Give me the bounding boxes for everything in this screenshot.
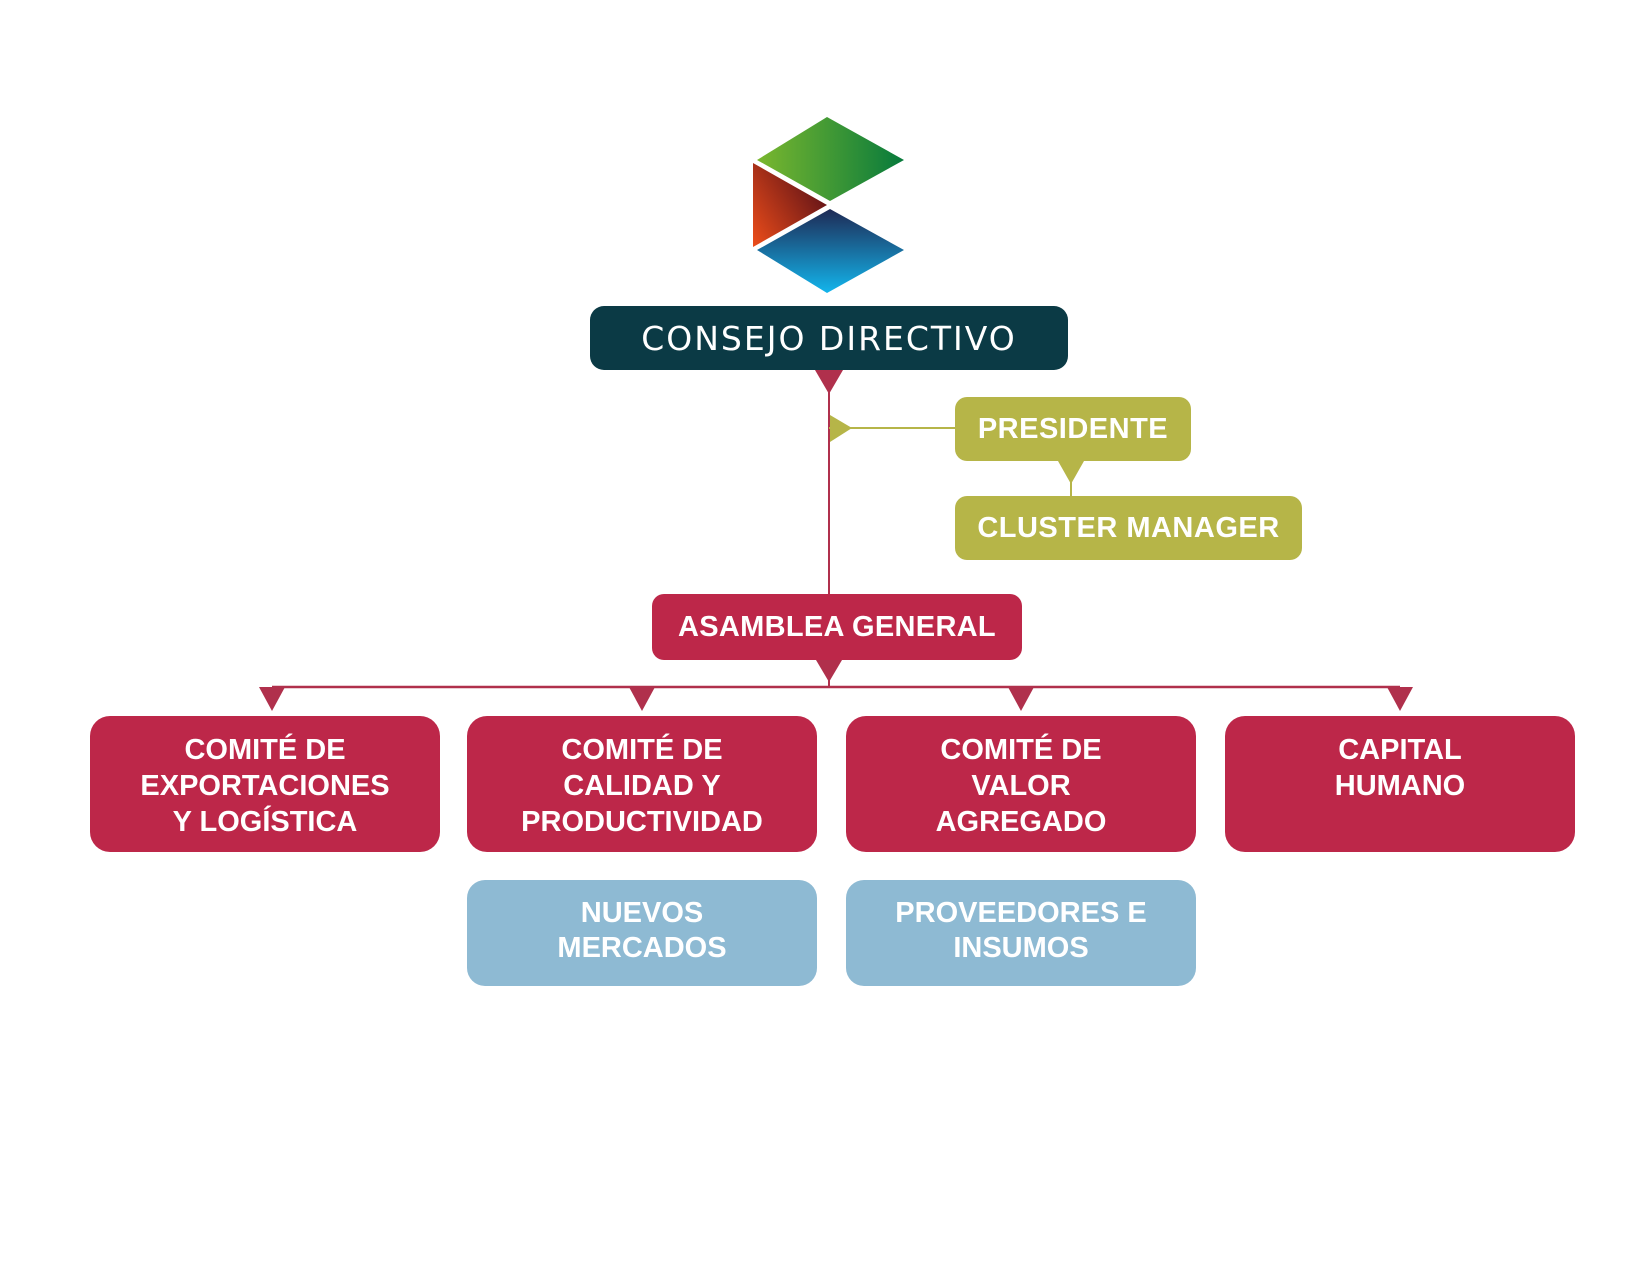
- comite-arrow-1: [259, 687, 285, 711]
- subcomite-label-line: PROVEEDORES E: [895, 897, 1147, 929]
- nuevos-mercados-box: NUEVOS MERCADOS: [467, 880, 817, 986]
- asamblea-arrow: [816, 660, 842, 682]
- logo-blue-facet: [757, 209, 904, 293]
- comite-label-line: VALOR: [971, 770, 1071, 802]
- comite-arrow-4: [1387, 687, 1413, 711]
- asamblea-general-label: ASAMBLEA GENERAL: [678, 610, 996, 643]
- comite-label-line: AGREGADO: [935, 806, 1107, 838]
- cluster-logo-icon: [753, 117, 904, 293]
- comite-arrow-2: [629, 687, 655, 711]
- subcomite-label-line: MERCADOS: [557, 932, 727, 964]
- comite-label-line: CAPITAL: [1338, 734, 1462, 766]
- comite-label-line: COMITÉ DE: [940, 734, 1102, 766]
- comite-valor-agregado-box: COMITÉ DE VALOR AGREGADO: [846, 716, 1196, 852]
- presidente-label: PRESIDENTE: [977, 412, 1169, 445]
- comite-label-line: PRODUCTIVIDAD: [521, 806, 763, 838]
- comite-label-line: CALIDAD Y: [563, 770, 721, 802]
- presidente-box: PRESIDENTE: [955, 397, 1191, 461]
- logo-red-facet: [753, 163, 827, 247]
- comite-label-line: EXPORTACIONES: [140, 770, 390, 802]
- subcomite-label-line: NUEVOS: [580, 897, 704, 929]
- comite-label-line: Y LOGÍSTICA: [172, 806, 358, 838]
- cluster-manager-label: CLUSTER MANAGER: [977, 511, 1280, 544]
- comite-calidad-box: COMITÉ DE CALIDAD Y PRODUCTIVIDAD: [467, 716, 817, 852]
- comite-label-line: COMITÉ DE: [184, 734, 346, 766]
- asamblea-general-box: ASAMBLEA GENERAL: [652, 594, 1022, 660]
- proveedores-insumos-box: PROVEEDORES E INSUMOS: [846, 880, 1196, 986]
- presidente-down-arrow: [1058, 461, 1084, 484]
- presidente-arrow: [830, 415, 852, 442]
- comite-arrow-3: [1008, 687, 1034, 711]
- comite-label-line: HUMANO: [1334, 770, 1466, 802]
- consejo-directivo-label: CONSEJO DIRECTIVO: [641, 318, 1017, 358]
- comite-exportaciones-box: COMITÉ DE EXPORTACIONES Y LOGÍSTICA: [90, 716, 440, 852]
- capital-humano-box: CAPITAL HUMANO: [1225, 716, 1575, 852]
- cluster-manager-box: CLUSTER MANAGER: [955, 496, 1302, 560]
- comite-label-line: COMITÉ DE: [561, 734, 723, 766]
- consejo-directivo-box: CONSEJO DIRECTIVO: [590, 306, 1068, 370]
- consejo-arrow: [815, 370, 843, 394]
- subcomite-label-line: INSUMOS: [953, 932, 1089, 964]
- logo-green-facet: [757, 117, 904, 201]
